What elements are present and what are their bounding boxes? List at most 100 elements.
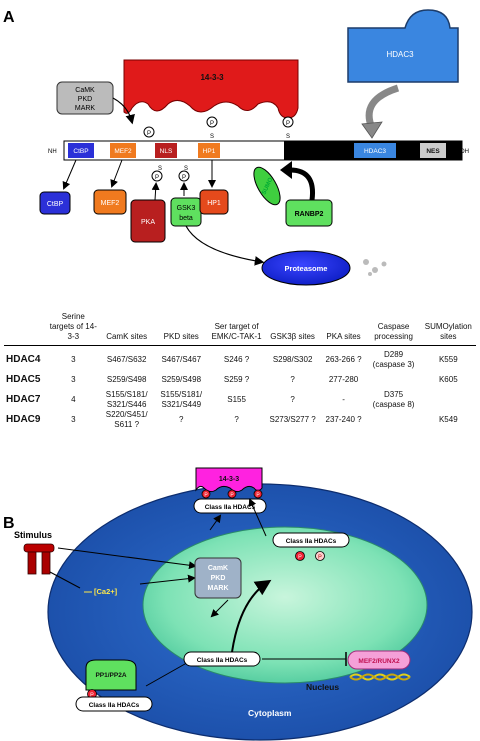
cytoplasm-label: Cytoplasm	[248, 708, 292, 718]
p-top-2: P	[210, 121, 214, 127]
segment-nes	[420, 143, 446, 158]
s-top-2: S	[210, 134, 214, 140]
proteasome: Proteasome	[261, 250, 351, 286]
table-cell: S246 ?	[223, 355, 250, 364]
table-cell: S467/S467	[161, 355, 202, 364]
sites-table: Serine targets of 14-3-3 CamK sites PKD …	[4, 312, 476, 430]
proteasome-label: Proteasome	[285, 264, 328, 273]
partner-gsk3: GSK3 beta	[170, 197, 202, 227]
table-header: CamK sites	[99, 312, 154, 346]
segment-hp1	[198, 143, 220, 158]
table-cell: K605	[438, 375, 458, 384]
partner-mef2-label: MEF2	[101, 200, 120, 207]
hdac3-blob: HDAC3	[347, 9, 459, 83]
export-to-cytoplasm-arrow	[248, 498, 267, 537]
kinase-arrow	[112, 97, 135, 125]
b-class-iia-top: Class IIa HDACs	[205, 504, 256, 511]
b-kinase-camk: CamK	[208, 565, 228, 572]
table-cell: S298/S302	[272, 355, 313, 364]
repression-line	[262, 652, 347, 666]
table-cell: S155/S181/ S321/S449	[160, 390, 203, 409]
partner-pka-label: PKA	[141, 219, 155, 226]
ranbp2-arrow	[289, 167, 316, 201]
export-arrow	[231, 579, 272, 653]
row-name: HDAC9	[6, 414, 41, 425]
table-header: Caspase processing	[366, 312, 421, 346]
segment-ctbp-label: CtBP	[73, 148, 88, 155]
table-cell: ?	[290, 375, 295, 384]
table-cell: -	[342, 395, 345, 404]
phosphatase-complex: PP1/PP2A P Class IIa HDACs	[75, 659, 153, 712]
panel-b-arrows	[49, 514, 229, 687]
table-cell: 3	[71, 355, 76, 364]
table-row: HDAC4 3 S467/S632 S467/S467 S246 ? S298/…	[4, 346, 476, 371]
table-header: SUMOylation sites	[420, 312, 476, 346]
phosphatase-label: PP1/PP2A	[95, 672, 126, 679]
b-p-5: P	[318, 555, 322, 561]
phospho-sites-bottom: S P S P	[151, 166, 190, 182]
row-name: HDAC7	[6, 394, 41, 405]
phospho-sites-top: P S P S P S	[143, 116, 294, 149]
calcium-label: [Ca2+]	[94, 587, 118, 596]
kinase-pkd: PKD	[78, 96, 92, 103]
kinase-box: CaMK PKD MARK	[56, 81, 114, 115]
partner-mef2: MEF2	[93, 189, 127, 215]
table-cell: 277-280	[328, 375, 359, 384]
stimulus-label: Stimulus	[14, 530, 52, 540]
hdac-domain-bar: NH CtBP MEF2 NLS HP1 HDAC3 NES COOH	[48, 140, 469, 161]
table-header: GSK3β sites	[264, 312, 321, 346]
partner-arrows	[62, 159, 216, 201]
hdac-sites-table: Serine targets of 14-3-3 CamK sites PKD …	[0, 312, 480, 430]
proteasome-arrow	[185, 225, 265, 266]
partner-ctbp: CtBP	[39, 191, 71, 215]
partner-pka: PKA	[130, 199, 166, 243]
panel-a-label: A	[3, 9, 15, 26]
partner-sumo: SUMO	[253, 166, 281, 206]
table-cell: D375 (caspase 8)	[372, 390, 415, 409]
protein-14-3-3: 14-3-3	[123, 59, 299, 119]
table-cell: ?	[234, 415, 239, 424]
table-cell: S259 ?	[223, 375, 250, 384]
hdac3-binding-arrow	[365, 84, 400, 130]
cooh-label: COOH	[451, 149, 469, 155]
s-bottom-1: S	[158, 166, 162, 172]
table-cell	[366, 410, 420, 430]
row-name: HDAC4	[6, 354, 41, 365]
row-name: HDAC5	[6, 374, 41, 385]
partner-ranbp2-label: RANBP2	[295, 211, 324, 218]
table-cell: S273/S277 ?	[269, 415, 316, 424]
partner-hp1-label: HP1	[207, 200, 221, 207]
b-class-iia-nuclear: Class IIa HDACs	[197, 657, 248, 664]
table-cell: S467/S632	[106, 355, 147, 364]
hdac3-blob-label: HDAC3	[386, 50, 414, 59]
nh2-label: NH	[48, 149, 57, 155]
segment-hp1-label: HP1	[203, 148, 216, 155]
b-kinase-pkd: PKD	[211, 575, 226, 582]
nucleus-label: Nucleus	[306, 682, 339, 692]
table-cell: S259/S498	[161, 375, 202, 384]
table-cell: 3	[71, 415, 76, 424]
segment-hdac3-label: HDAC3	[364, 148, 386, 155]
table-cell: 263-266 ?	[325, 355, 362, 364]
mef2-runx2-label: MEF2/RUNX2	[358, 658, 400, 665]
p-bottom-2: P	[182, 175, 186, 181]
b-p-6: P	[90, 693, 94, 699]
b-kinase-mark: MARK	[208, 585, 229, 592]
kinase-mark: MARK	[75, 105, 96, 112]
partner-gsk3-label: GSK3	[177, 205, 196, 212]
partner-ranbp2: RANBP2	[285, 199, 333, 227]
cytoplasm-14-3-3-complex: 14-3-3 P P P Class IIa HDACs	[193, 467, 267, 514]
p-bottom-1: P	[155, 175, 159, 181]
segment-mef2	[110, 143, 136, 158]
kinase-camk: CaMK	[75, 87, 95, 94]
partner-hp1: HP1	[199, 189, 229, 215]
table-cell: S220/S451/ S611 ?	[105, 410, 148, 429]
nuclear-class-iia: Class IIa HDACs	[183, 651, 261, 667]
table-cell: S155	[227, 395, 246, 404]
b-protein-14-3-3-label: 14-3-3	[219, 476, 239, 483]
table-header: PKA sites	[320, 312, 367, 346]
p-top-1: P	[147, 131, 151, 137]
s-bottom-2: S	[184, 166, 188, 172]
table-cell	[421, 390, 476, 410]
